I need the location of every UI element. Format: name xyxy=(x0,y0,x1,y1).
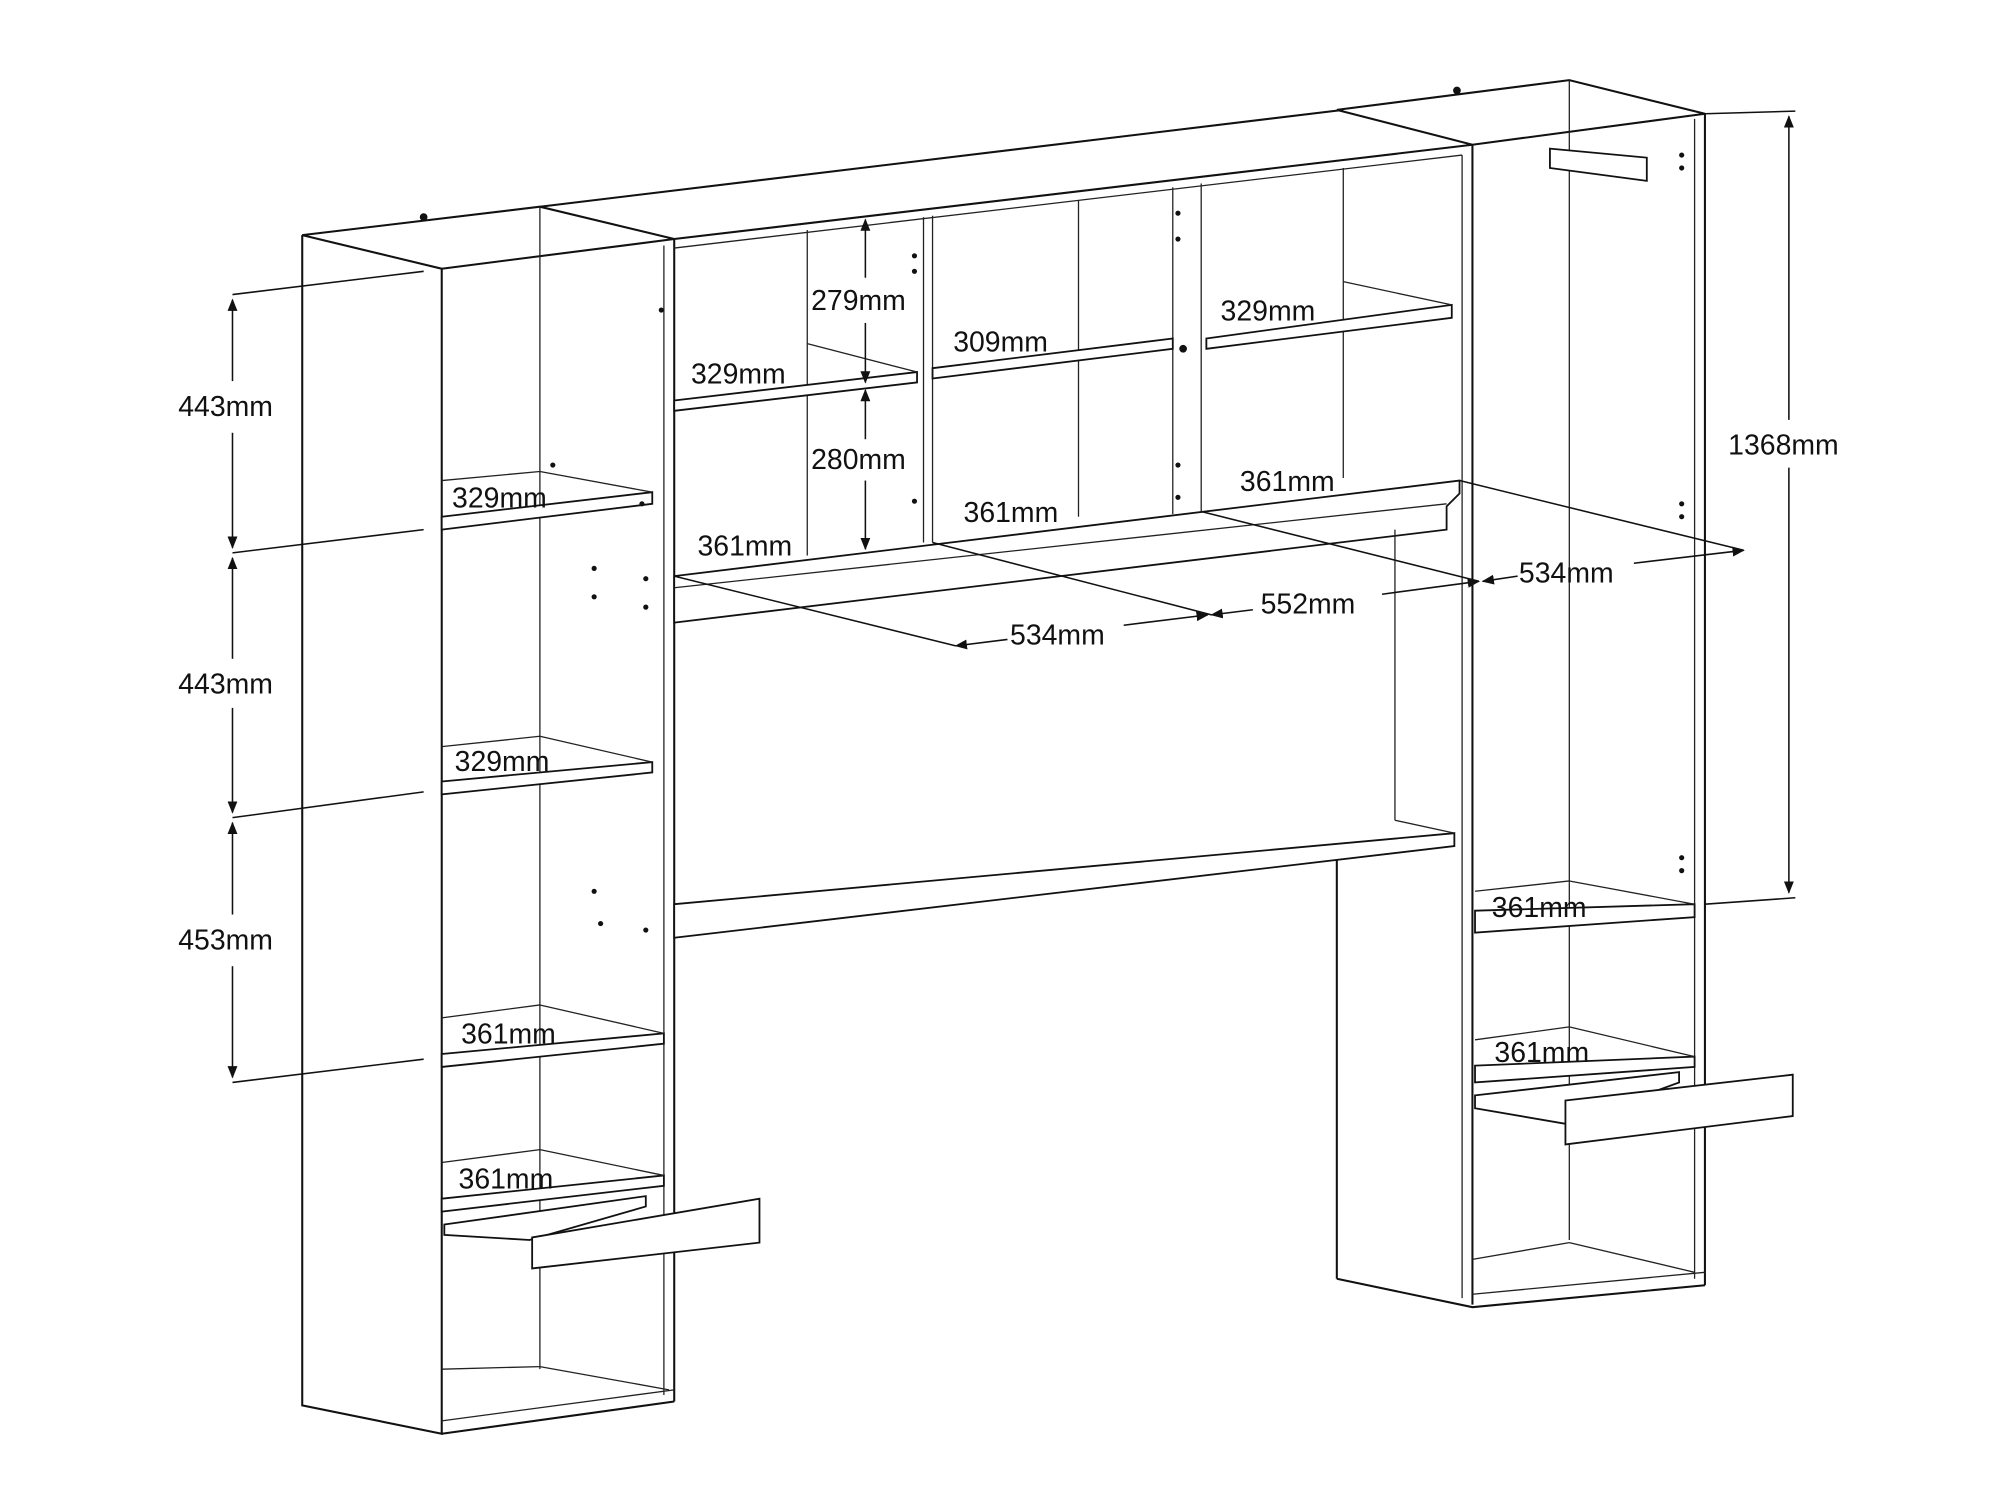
shelf-label: 361mm xyxy=(697,530,792,562)
dim-bridge-left-width: 534mm xyxy=(1010,620,1105,652)
right-tower xyxy=(1335,79,1794,1309)
dim-left-mid: 443mm xyxy=(178,669,273,701)
shelf-label: 329mm xyxy=(691,359,786,391)
dim-total-height: 1368mm xyxy=(1728,430,1839,462)
dimension-lines xyxy=(227,110,1796,1084)
shelf-label: 329mm xyxy=(452,483,547,515)
dim-bridge-mid-width: 552mm xyxy=(1261,589,1356,621)
dim-right-width: 534mm xyxy=(1519,558,1614,590)
shelf-label: 361mm xyxy=(1492,892,1587,924)
shelf-label: 361mm xyxy=(461,1019,556,1051)
dim-left-top: 443mm xyxy=(178,391,273,423)
dim-left-bottom: 453mm xyxy=(178,924,273,956)
screw-holes xyxy=(419,86,1685,933)
shelf-label: 309mm xyxy=(953,326,1048,358)
left-drawer xyxy=(443,1195,761,1270)
shelf-label: 329mm xyxy=(455,746,550,778)
dimension-labels: 443mm 443mm 453mm 1368mm 279mm 280mm 534… xyxy=(178,285,1838,1195)
shelf-label: 361mm xyxy=(1240,466,1335,498)
bridge-section xyxy=(539,108,1473,1299)
dim-bridge-lower: 280mm xyxy=(811,444,906,476)
left-tower xyxy=(301,205,676,1436)
dim-bridge-upper: 279mm xyxy=(811,285,906,317)
shelf-label: 329mm xyxy=(1221,295,1316,327)
shelf-label: 361mm xyxy=(964,497,1059,529)
shelf-label: 361mm xyxy=(1494,1037,1589,1069)
left-tower-shelves xyxy=(440,470,665,1213)
shelf-label: 361mm xyxy=(459,1163,554,1195)
